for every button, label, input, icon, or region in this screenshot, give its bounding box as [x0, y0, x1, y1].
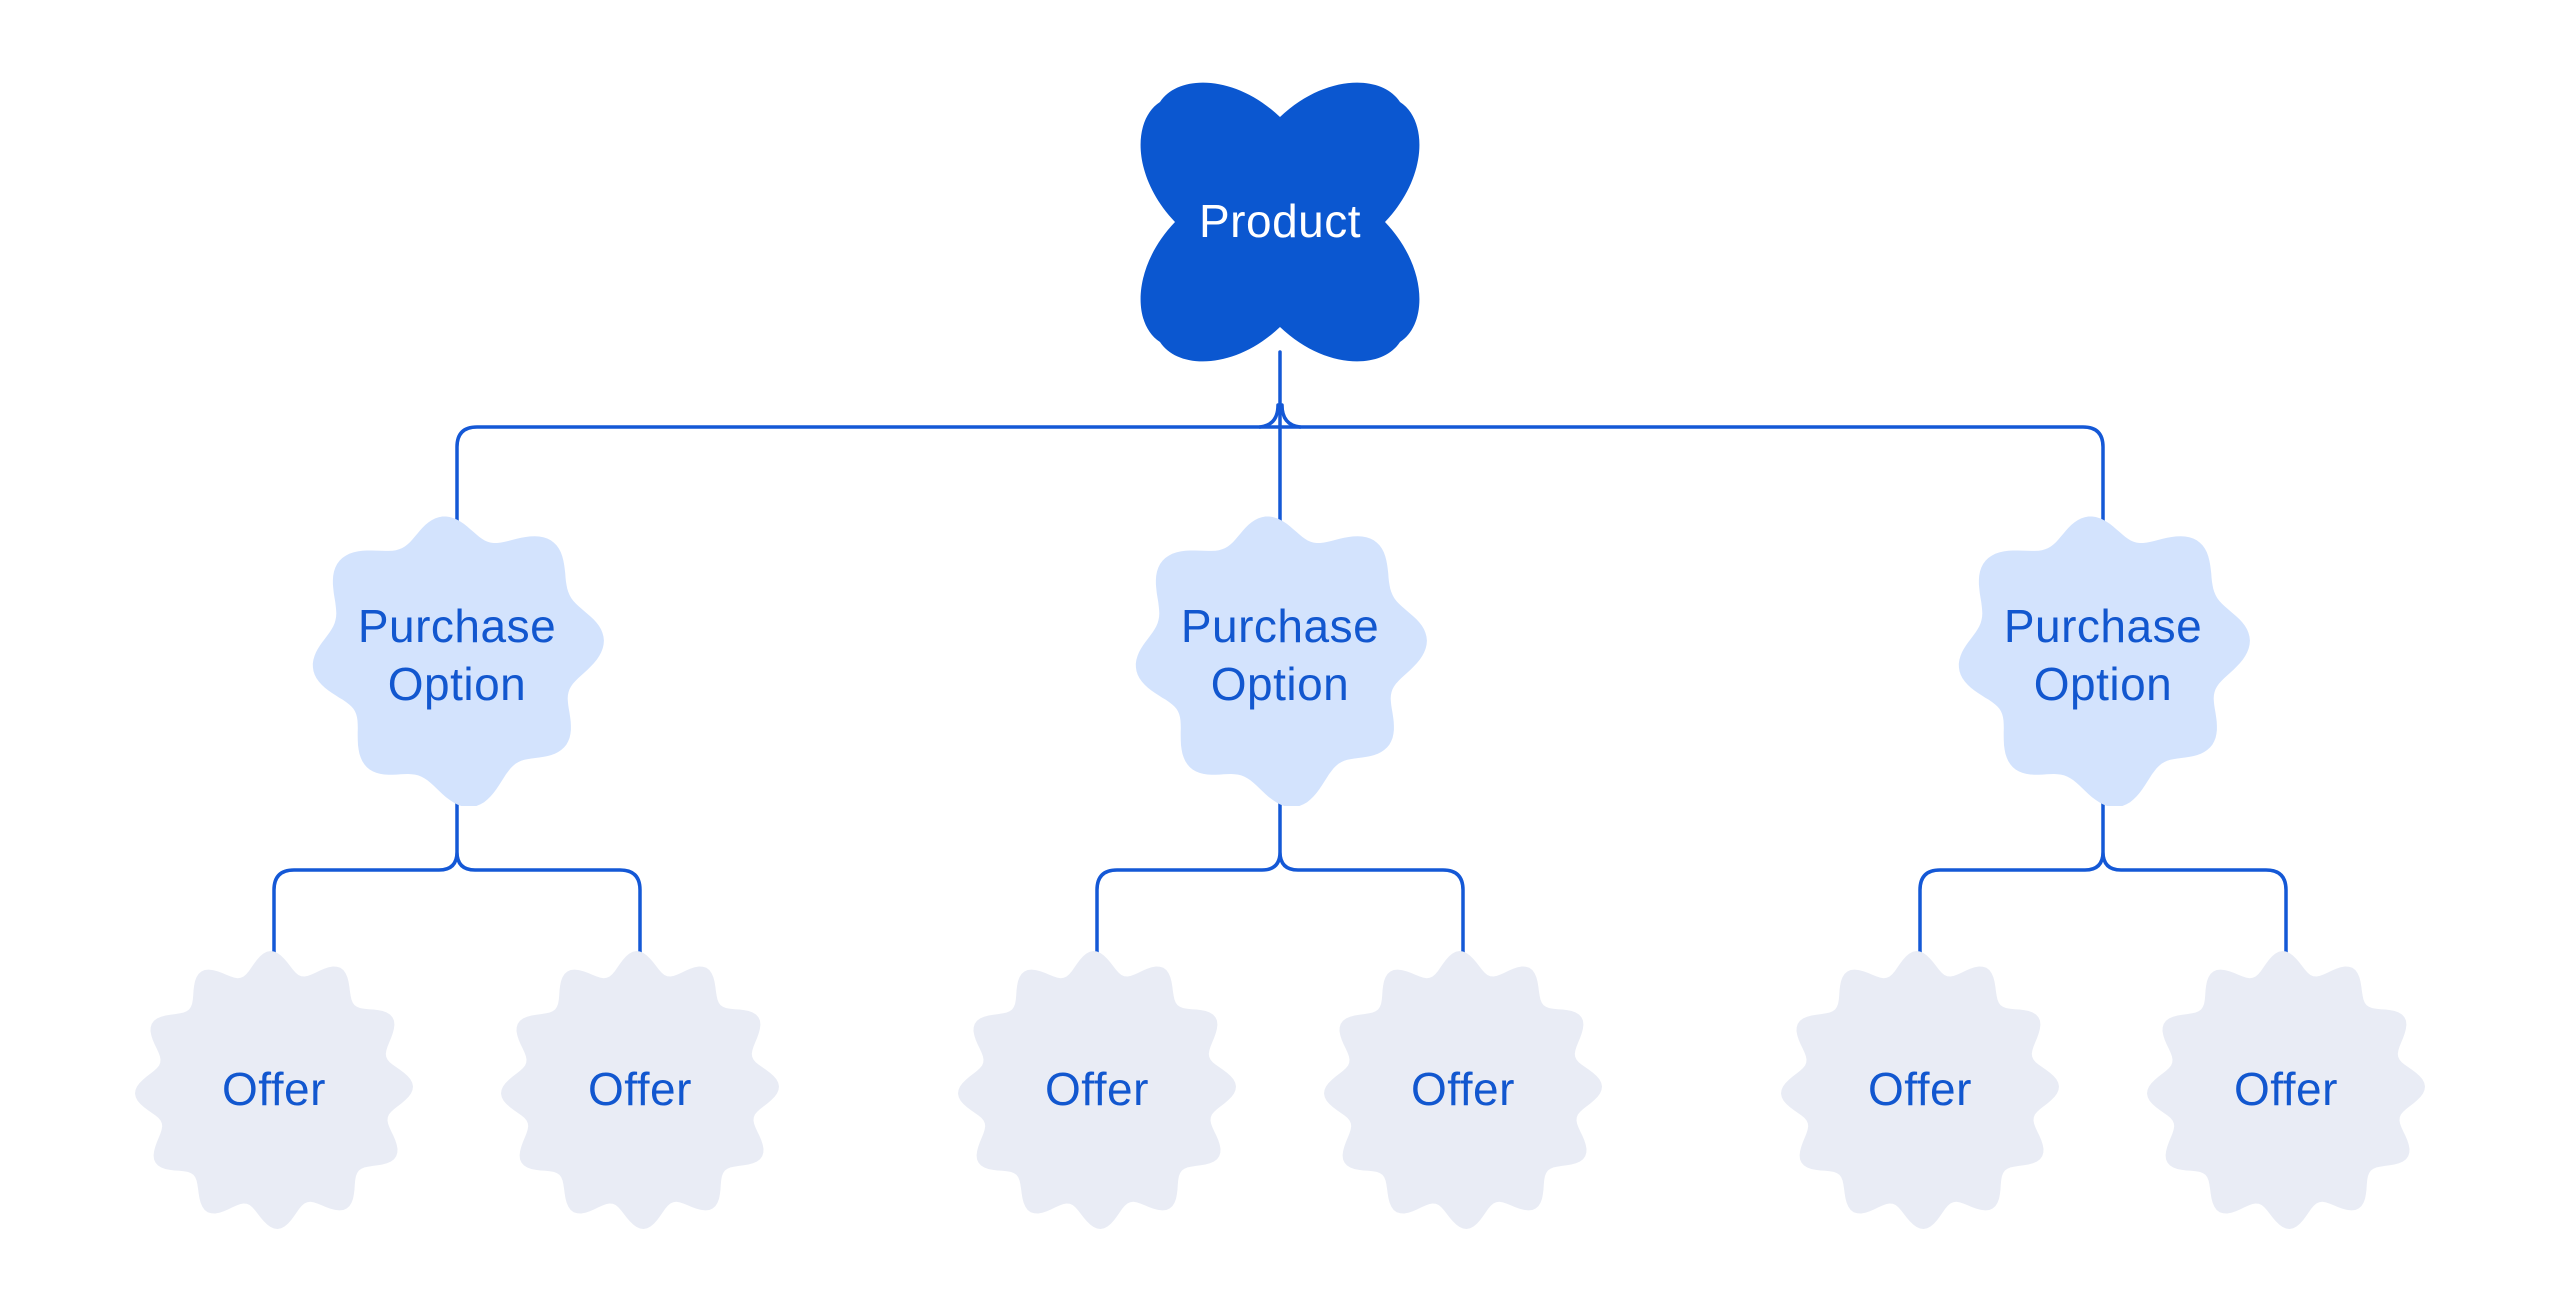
- fork-center-lines: [1095, 778, 1465, 1002]
- offer-blob-shape: [1781, 951, 2059, 1229]
- fork-right-lines: [1918, 778, 2288, 1002]
- node-offer-1: Offer: [124, 940, 424, 1240]
- purchase-blob-shape: [1135, 516, 1427, 806]
- node-purchase-option-2: Purchase Option: [1130, 506, 1430, 806]
- product-label: Product: [1198, 195, 1362, 248]
- node-purchase-option-1: Purchase Option: [307, 506, 607, 806]
- top-junction-fillets: [1258, 403, 1302, 429]
- offer-blob-shape: [135, 951, 413, 1229]
- fork-left-lines: [272, 778, 642, 1002]
- purchase-option-label: Purchase Option: [1180, 600, 1380, 710]
- node-offer-3: Offer: [947, 940, 1247, 1240]
- offer-label: Offer: [1411, 1063, 1515, 1116]
- offer-label: Offer: [588, 1063, 692, 1116]
- offer-label: Offer: [1868, 1063, 1972, 1116]
- node-offer-5: Offer: [1770, 940, 2070, 1240]
- product-blob-shape: [1140, 82, 1420, 362]
- offer-label: Offer: [2234, 1063, 2338, 1116]
- purchase-blob-shape: [1958, 516, 2250, 806]
- node-offer-2: Offer: [490, 940, 790, 1240]
- purchase-option-label: Purchase Option: [2003, 600, 2203, 710]
- offer-label: Offer: [222, 1063, 326, 1116]
- purchase-blob-shape: [312, 516, 604, 806]
- purchase-option-label: Purchase Option: [357, 600, 557, 710]
- offer-blob-shape: [958, 951, 1236, 1229]
- offer-blob-shape: [2147, 951, 2425, 1229]
- node-offer-4: Offer: [1313, 940, 1613, 1240]
- node-product: Product: [1130, 72, 1430, 372]
- node-purchase-option-3: Purchase Option: [1953, 506, 2253, 806]
- offer-label: Offer: [1045, 1063, 1149, 1116]
- offer-blob-shape: [501, 951, 779, 1229]
- node-offer-6: Offer: [2136, 940, 2436, 1240]
- offer-blob-shape: [1324, 951, 1602, 1229]
